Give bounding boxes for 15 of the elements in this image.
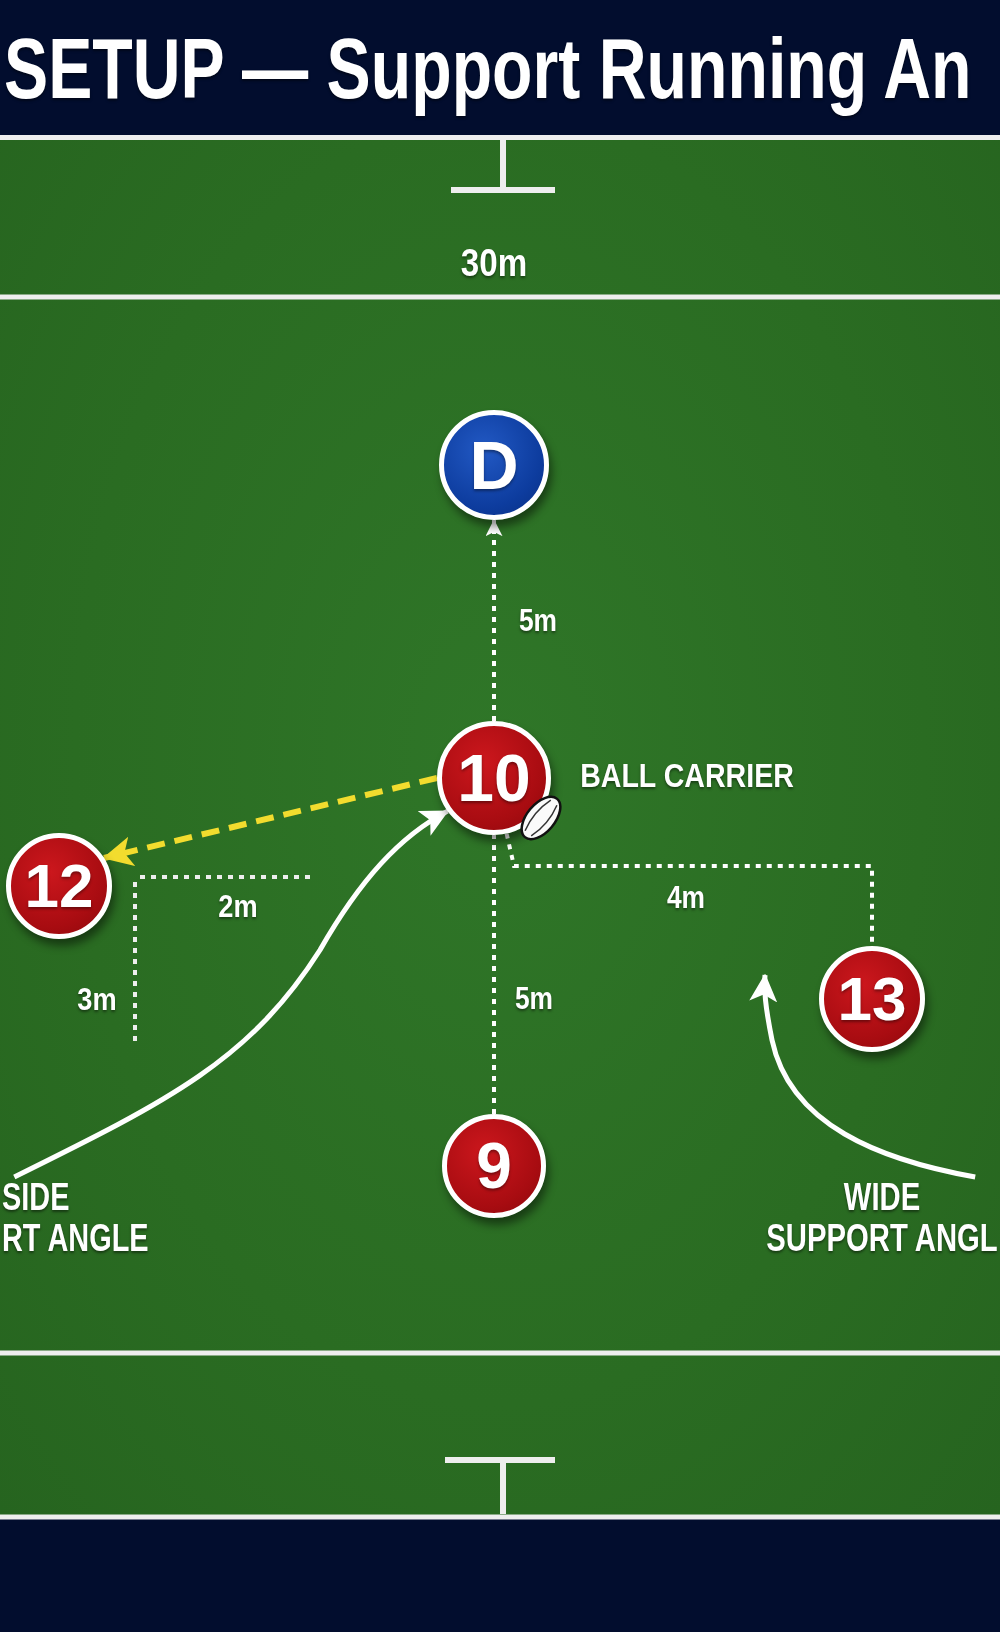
caption-label: BALL CARRIER [580,756,794,794]
annotation-label: SIDE RT ANGLE [2,1177,149,1260]
dashed-arrow [102,775,438,866]
edge-label: 5m [514,982,554,1016]
edge-label: 4m [666,881,706,915]
curved-arrow [13,808,449,1180]
distance-label: 2m [218,888,258,924]
dotted-arrow [485,519,503,721]
distance-label: 30m [460,241,528,285]
curved-arrow [749,973,976,1180]
page-title: SETUP — Support Running An [4,22,972,115]
distance-label: 3m [77,981,117,1017]
annotation-label: WIDE SUPPORT ANGL [766,1177,998,1260]
dotted-line [492,835,496,1114]
edge-label: 5m [518,604,558,638]
